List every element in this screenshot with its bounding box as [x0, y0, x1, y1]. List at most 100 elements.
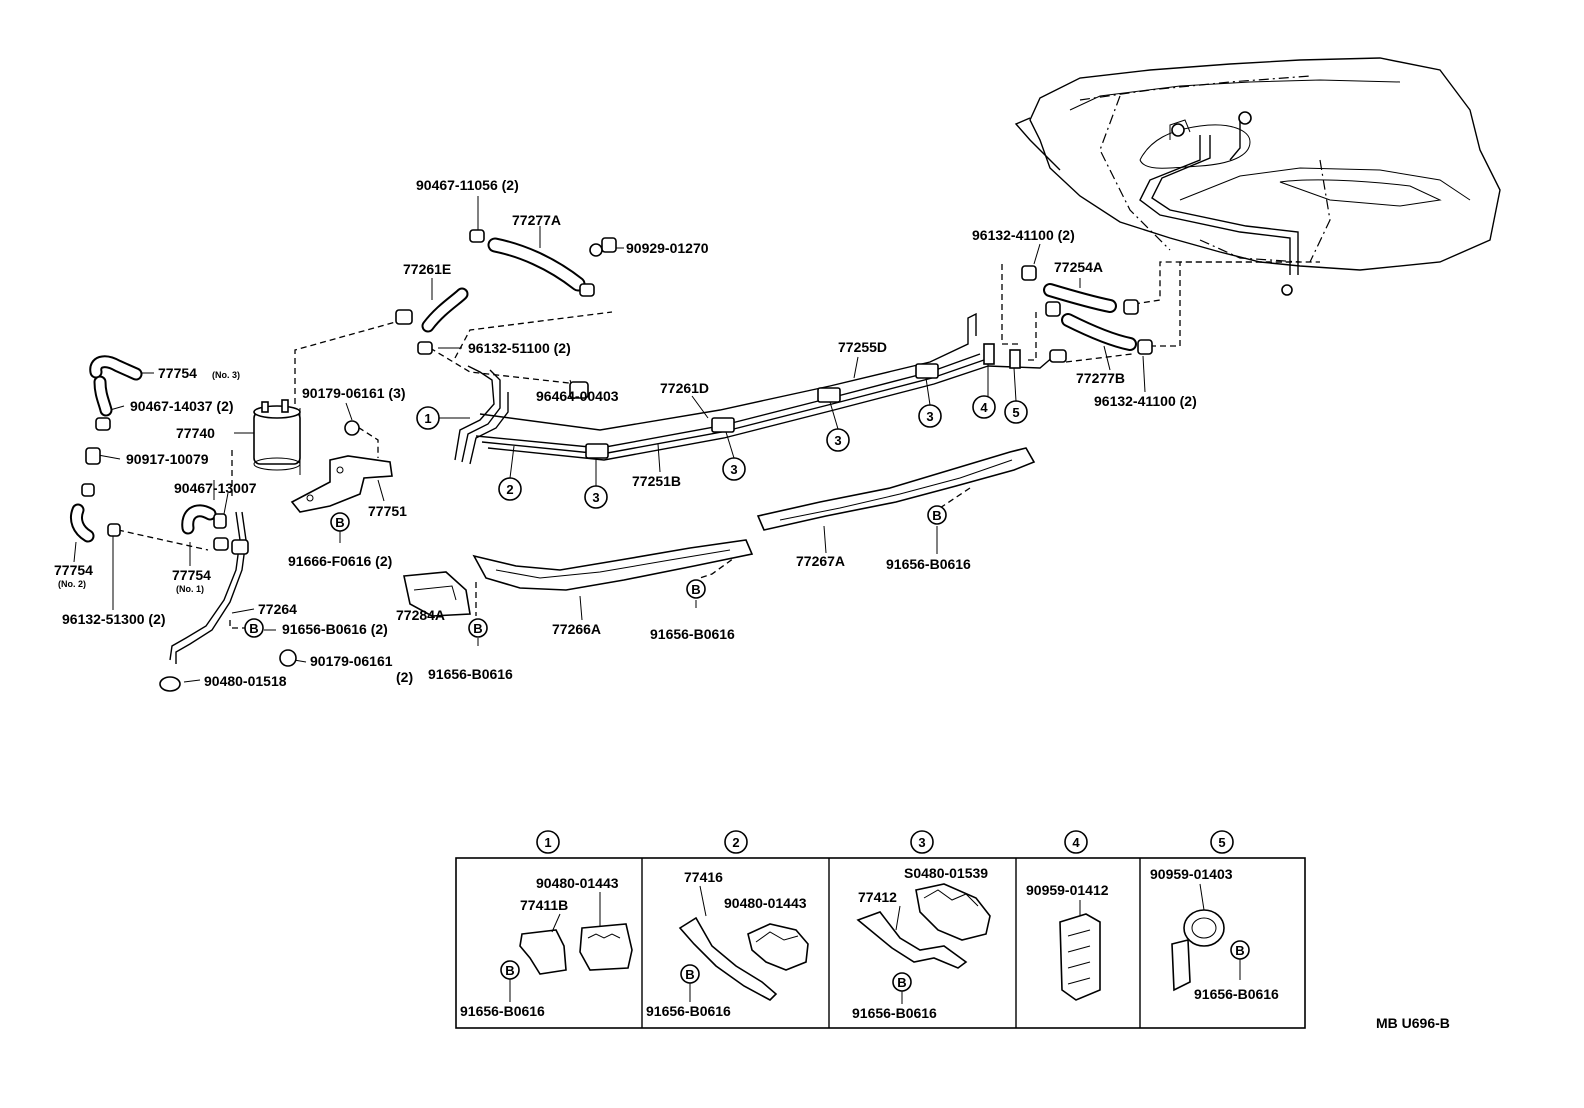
- label-91656-B0616-2: 91656-B0616 (2): [282, 621, 388, 637]
- label-77277A: 77277A: [512, 212, 561, 228]
- svg-text:2: 2: [506, 482, 513, 497]
- marker-b-3: B: [468, 618, 488, 638]
- hose-77754-no2: [69, 503, 95, 543]
- label-77261D: 77261D: [660, 380, 709, 396]
- label-77284A: 77284A: [396, 607, 445, 623]
- marker-b-1: B: [330, 512, 350, 532]
- svg-text:77416: 77416: [684, 869, 723, 885]
- hose-77261E: [421, 287, 469, 333]
- marker-3c: 3: [826, 401, 850, 452]
- label-77267A: 77267A: [796, 553, 845, 569]
- detail-panel-5: 5 90959-01403 91656-B0616 B: [1150, 830, 1279, 1002]
- svg-text:77411B: 77411B: [520, 897, 568, 913]
- svg-text:B: B: [335, 515, 344, 530]
- label-90467-13007: 90467-13007: [174, 480, 257, 496]
- label-96132-51100: 96132-51100 (2): [468, 340, 571, 356]
- svg-text:91656-B0616: 91656-B0616: [460, 1003, 545, 1019]
- svg-text:1: 1: [424, 411, 431, 426]
- svg-text:B: B: [685, 967, 694, 982]
- hose-77754-no3: [89, 355, 143, 417]
- reference-markers: 1 2 3 3 3 3 4: [244, 364, 1028, 638]
- label-90179-06161-3: 90179-06161 (3): [302, 385, 406, 401]
- fuel-tank-illustration: [1014, 57, 1501, 296]
- detail-panel-1: 1 90480-01443 77411B 91656-B0616 B: [460, 830, 633, 1019]
- svg-text:B: B: [691, 582, 700, 597]
- marker-3d: 3: [918, 377, 942, 428]
- label-77754-no3: 77754: [158, 365, 197, 381]
- label-77754-no2-sub: (No. 2): [58, 579, 86, 589]
- svg-text:91656-B0616: 91656-B0616: [1194, 986, 1279, 1002]
- detail-panel-3: 3 S0480-01539 77412 91656-B0616 B: [852, 830, 991, 1021]
- svg-text:2: 2: [732, 835, 739, 850]
- marker-5: 5: [1004, 367, 1028, 424]
- svg-text:B: B: [932, 508, 941, 523]
- canister-77740: [253, 399, 301, 471]
- svg-text:91656-B0616: 91656-B0616: [852, 1005, 937, 1021]
- pipe-77264: [169, 511, 249, 664]
- label-90467-11056: 90467-11056 (2): [416, 177, 519, 193]
- svg-text:3: 3: [918, 835, 925, 850]
- heat-protector-77266A: [472, 539, 754, 591]
- svg-text:B: B: [1235, 943, 1244, 958]
- detail-panel-4: 4 90959-01412: [1026, 830, 1109, 1001]
- heat-protector-77267A: [756, 447, 1036, 531]
- svg-text:B: B: [249, 621, 258, 636]
- fuel-pipe-bundle: [454, 312, 1067, 465]
- part-labels: 90467-11056 (2) 77277A 90929-01270 77261…: [54, 177, 1197, 689]
- clips-and-fasteners: [81, 229, 1153, 692]
- svg-text:91656-B0616: 91656-B0616: [646, 1003, 731, 1019]
- marker-1: 1: [416, 406, 470, 430]
- label-91666-F0616: 91666-F0616 (2): [288, 553, 392, 569]
- protector-77284A: [403, 571, 471, 617]
- svg-text:90480-01443: 90480-01443: [724, 895, 807, 911]
- leader-lines: [73, 196, 1146, 683]
- label-77266A: 77266A: [552, 621, 601, 637]
- detail-panel-2: 2 77416 90480-01443 91656-B0616 B: [646, 830, 809, 1019]
- label-77754-no2: 77754: [54, 562, 93, 578]
- label-90929-01270: 90929-01270: [626, 240, 709, 256]
- hose-77277B: [1061, 313, 1137, 351]
- hose-77754-no1: [181, 504, 217, 535]
- label-77754-no1: 77754: [172, 567, 211, 583]
- label-77277B: 77277B: [1076, 370, 1125, 386]
- svg-text:1: 1: [544, 835, 551, 850]
- marker-b-2: B: [244, 618, 264, 638]
- label-96464-00403: 96464-00403: [536, 388, 619, 404]
- svg-text:S0480-01539: S0480-01539: [904, 865, 988, 881]
- label-96132-51300: 96132-51300 (2): [62, 611, 166, 627]
- svg-text:77412: 77412: [858, 889, 897, 905]
- label-96132-41100-top: 96132-41100 (2): [972, 227, 1075, 243]
- svg-text:3: 3: [834, 433, 841, 448]
- marker-3a: 3: [584, 458, 608, 509]
- label-77251B: 77251B: [632, 473, 681, 489]
- label-91656-B0616-c: 91656-B0616: [886, 556, 971, 572]
- label-77751: 77751: [368, 503, 407, 519]
- label-77254A: 77254A: [1054, 259, 1103, 275]
- svg-text:B: B: [505, 963, 514, 978]
- hose-77277A: [487, 237, 586, 292]
- marker-2: 2: [498, 445, 522, 501]
- figure-code: MB U696-B: [1376, 1015, 1450, 1031]
- label-77754-no3-sub: (No. 3): [212, 370, 240, 380]
- svg-text:5: 5: [1012, 405, 1019, 420]
- svg-text:3: 3: [926, 409, 933, 424]
- bracket-77751: [290, 455, 393, 513]
- svg-text:90959-01403: 90959-01403: [1150, 866, 1233, 882]
- marker-b-5: B: [927, 505, 947, 525]
- svg-text:4: 4: [980, 400, 988, 415]
- svg-text:90480-01443: 90480-01443: [536, 875, 619, 891]
- dashed-assembly-lines: [117, 261, 1320, 629]
- label-77264: 77264: [258, 601, 297, 617]
- marker-3b: 3: [722, 431, 746, 481]
- svg-text:B: B: [473, 621, 482, 636]
- svg-text:4: 4: [1072, 835, 1080, 850]
- svg-text:B: B: [897, 975, 906, 990]
- label-90480-01518: 90480-01518: [204, 673, 287, 689]
- svg-text:5: 5: [1218, 835, 1225, 850]
- svg-text:3: 3: [592, 490, 599, 505]
- label-91656-B0616-a: 91656-B0616: [428, 666, 513, 682]
- marker-b-4: B: [686, 579, 706, 599]
- label-91656-B0616-b: 91656-B0616: [650, 626, 735, 642]
- hose-77254A: [1043, 283, 1117, 313]
